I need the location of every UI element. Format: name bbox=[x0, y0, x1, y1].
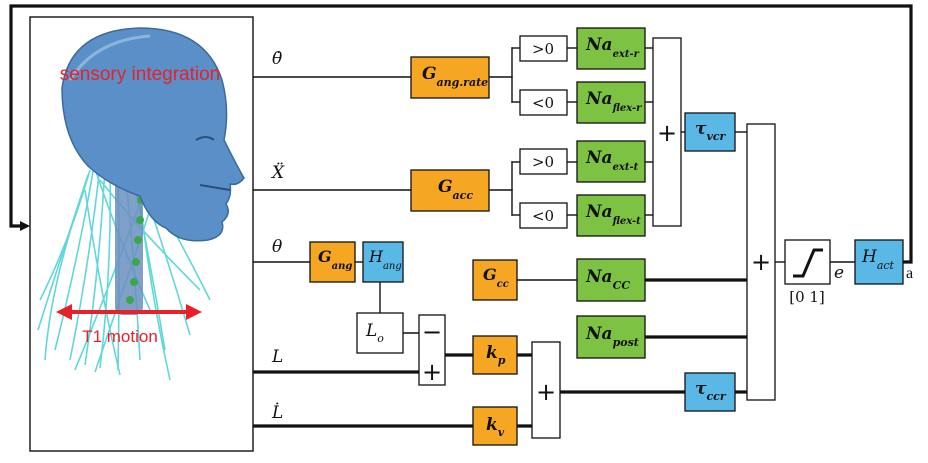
signal-a: a bbox=[906, 265, 913, 282]
svg-text:Gacc: Gacc bbox=[438, 177, 473, 202]
svg-text:<0: <0 bbox=[532, 94, 554, 112]
signal-e: e bbox=[834, 263, 844, 283]
comparator-gt-rate: >0 bbox=[519, 35, 568, 62]
feedback-arrowhead bbox=[20, 221, 30, 231]
comparator-gt-acc: >0 bbox=[519, 148, 568, 175]
comparator-lt-rate: <0 bbox=[519, 89, 568, 116]
svg-text:<0: <0 bbox=[532, 207, 554, 225]
gain-block-ang: Gang bbox=[309, 241, 356, 283]
svg-text:Hang: Hang bbox=[368, 247, 402, 272]
svg-text:Naflex-r: Naflex-r bbox=[585, 89, 642, 114]
signal-theta-dot: θ̇ bbox=[272, 49, 282, 69]
signal-x-ddot: Ẍ bbox=[270, 162, 285, 183]
svg-text:Napost: Napost bbox=[585, 324, 639, 349]
t1-arrowhead-right bbox=[186, 304, 202, 320]
difference-junction: − + bbox=[418, 314, 446, 386]
svg-text:+: + bbox=[657, 119, 677, 147]
svg-text:Gang.rate: Gang.rate bbox=[422, 64, 488, 89]
svg-text:Lo: Lo bbox=[365, 321, 384, 345]
svg-text:+: + bbox=[536, 378, 556, 406]
neural-block-cc: NaCC bbox=[576, 258, 646, 302]
svg-text:>0: >0 bbox=[532, 153, 554, 171]
svg-text:+: + bbox=[751, 248, 771, 276]
svg-text:NaCC: NaCC bbox=[585, 267, 630, 292]
gain-block-kp: kp bbox=[472, 335, 518, 375]
svg-text:−: − bbox=[422, 318, 442, 346]
svg-text:Naext-r: Naext-r bbox=[585, 35, 640, 60]
activation-block-h-act: Hact bbox=[854, 239, 904, 285]
head-model bbox=[61, 27, 245, 242]
sensory-label-line1: sensory integration bbox=[60, 64, 221, 85]
gain-block-cc: Gcc bbox=[472, 259, 518, 301]
gain-block-acc: Gacc bbox=[410, 169, 490, 212]
sum-junction-vcr: + bbox=[652, 37, 682, 227]
delay-block-tau-ccr: τccr bbox=[684, 372, 736, 412]
comparator-lt-acc: <0 bbox=[519, 202, 568, 229]
neural-block-post: Napost bbox=[576, 315, 646, 359]
svg-text:kp: kp bbox=[486, 343, 506, 367]
signal-l: L bbox=[271, 347, 283, 367]
feedback-wire bbox=[9, 4, 913, 264]
sum-junction-main: + bbox=[746, 123, 776, 401]
t1-motion-label: T1 motion bbox=[82, 327, 158, 346]
svg-text:Naflex-t: Naflex-t bbox=[585, 202, 641, 227]
svg-text:τvcr: τvcr bbox=[695, 119, 727, 143]
gain-block-ang-rate: Gang.rate bbox=[410, 56, 490, 99]
signal-l-dot: L̇ bbox=[271, 403, 283, 423]
delay-block-tau-vcr: τvcr bbox=[684, 112, 736, 152]
head-neck-panel: sensory integration T1 motion bbox=[29, 16, 254, 452]
t1-arrowhead-left bbox=[56, 304, 72, 320]
svg-text:kv: kv bbox=[486, 415, 505, 439]
svg-text:τccr: τccr bbox=[695, 379, 727, 403]
saturation-range: [0 1] bbox=[789, 288, 825, 306]
saturation-block: [0 1] bbox=[784, 239, 831, 306]
neural-block-ext-r: Naext-r bbox=[576, 27, 646, 70]
gain-block-kv: kv bbox=[472, 406, 518, 446]
svg-text:Gcc: Gcc bbox=[483, 265, 509, 290]
neural-block-flex-r: Naflex-r bbox=[576, 81, 646, 124]
reference-block-lo: Lo bbox=[356, 312, 404, 354]
wires bbox=[9, 4, 913, 428]
svg-text:>0: >0 bbox=[532, 40, 554, 58]
signal-theta: θ bbox=[272, 237, 282, 257]
neural-block-flex-t: Naflex-t bbox=[576, 194, 646, 237]
svg-text:Hact: Hact bbox=[861, 247, 895, 272]
filter-block-h-ang: Hang bbox=[362, 241, 404, 283]
svg-text:Naext-t: Naext-t bbox=[585, 148, 639, 173]
svg-text:Gang: Gang bbox=[318, 247, 352, 272]
cervical-spine bbox=[115, 165, 145, 315]
neural-block-ext-t: Naext-t bbox=[576, 140, 646, 183]
sum-junction-kp-kv: + bbox=[531, 341, 561, 439]
svg-text:+: + bbox=[422, 358, 442, 386]
signal-labels: θ̇ Ẍ θ L L̇ e a bbox=[270, 49, 913, 423]
